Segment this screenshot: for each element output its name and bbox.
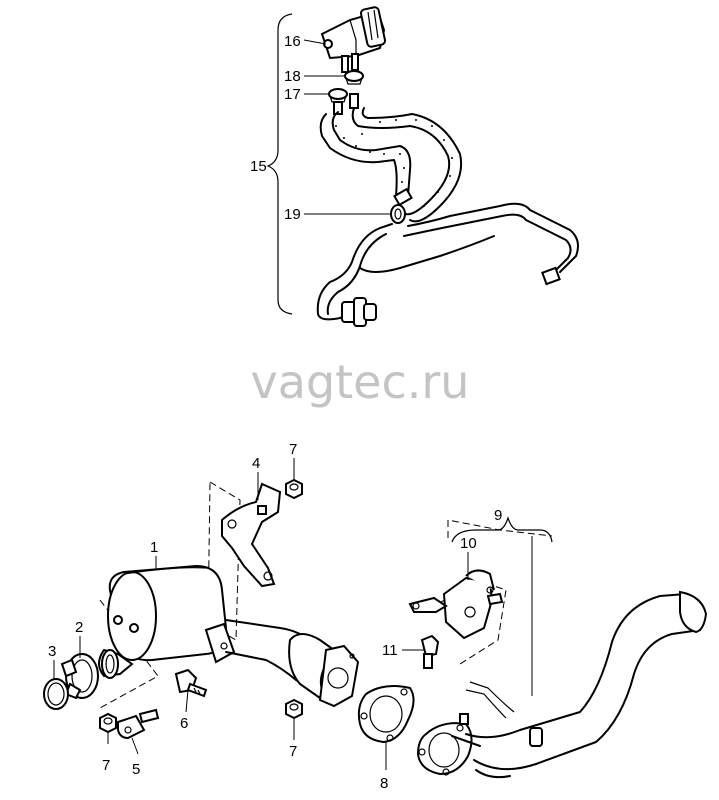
callout-10: 10 bbox=[460, 535, 477, 552]
nut-7-top bbox=[285, 478, 303, 500]
metal-pipes bbox=[316, 202, 579, 327]
gasket-3 bbox=[43, 678, 69, 710]
bolt-11 bbox=[420, 634, 440, 669]
callout-1: 1 bbox=[150, 539, 158, 556]
front-pipe bbox=[225, 619, 360, 708]
intermediate-pipe bbox=[451, 590, 708, 779]
callout-9: 9 bbox=[494, 507, 502, 524]
bolt-6 bbox=[174, 668, 208, 698]
callout-7-bottom: 7 bbox=[289, 743, 297, 760]
callout-7-left: 7 bbox=[102, 757, 110, 774]
callout-7-top: 7 bbox=[289, 441, 297, 458]
particulate-filter bbox=[98, 564, 236, 679]
watermark: vagtec.ru bbox=[251, 355, 470, 409]
pressure-sensor bbox=[320, 6, 387, 73]
bracket-4 bbox=[221, 482, 282, 588]
callout-11: 11 bbox=[382, 642, 398, 659]
callout-18: 18 bbox=[284, 68, 301, 85]
callout-19: 19 bbox=[284, 206, 301, 223]
vacuum-hoses bbox=[319, 107, 462, 223]
exhaust-assembly bbox=[43, 458, 708, 779]
callout-15: 15 bbox=[250, 158, 267, 175]
pressure-sensor-assembly bbox=[266, 6, 579, 327]
callout-5: 5 bbox=[132, 761, 140, 778]
callout-17: 17 bbox=[284, 86, 301, 103]
callout-2: 2 bbox=[75, 619, 83, 636]
callout-3: 3 bbox=[48, 643, 56, 660]
callout-6: 6 bbox=[180, 715, 188, 732]
callout-8: 8 bbox=[380, 775, 388, 792]
seal-18 bbox=[344, 70, 364, 82]
callout-16: 16 bbox=[284, 33, 301, 50]
callout-4: 4 bbox=[252, 455, 260, 472]
bolt-5 bbox=[117, 708, 160, 740]
hose-clip-19 bbox=[390, 204, 406, 224]
nut-7-left bbox=[99, 712, 117, 734]
gasket-8 bbox=[357, 685, 415, 744]
hanger-10 bbox=[408, 569, 504, 640]
callout-labels: 16 18 17 15 19 4 7 1 9 10 2 3 11 6 7 5 7… bbox=[48, 33, 502, 792]
nut-7-bottom bbox=[285, 698, 303, 720]
seal-17 bbox=[328, 88, 348, 100]
pipe-flange bbox=[416, 713, 473, 776]
